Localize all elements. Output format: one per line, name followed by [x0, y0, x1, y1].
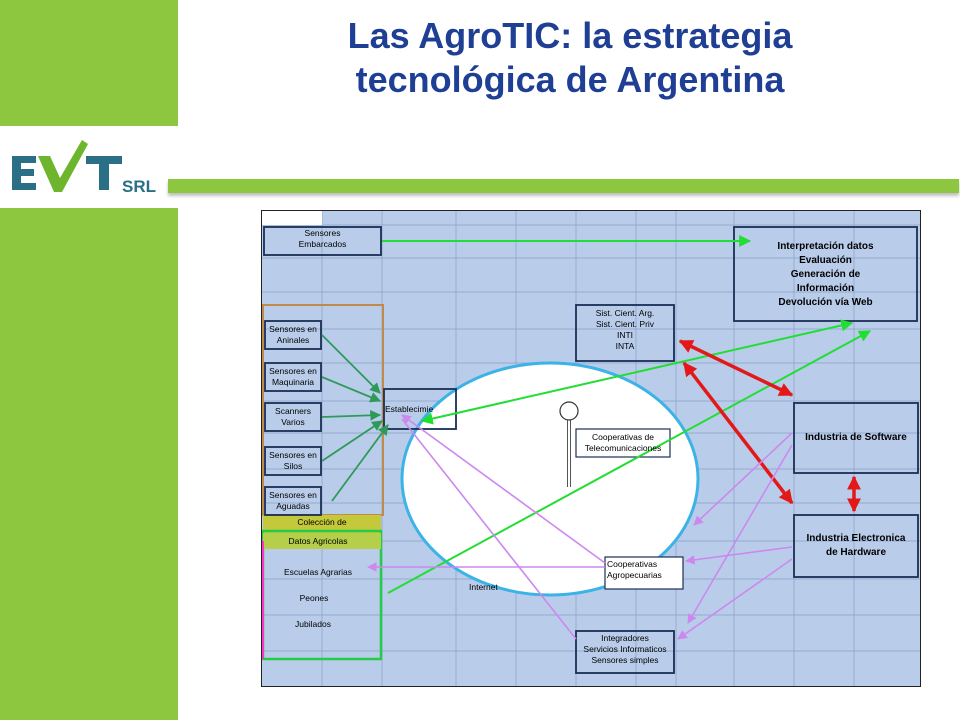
datos-agricolas-band: [263, 533, 381, 549]
arrow-animales-est: [321, 334, 381, 394]
box-coop-telecom: [575, 428, 671, 458]
label-coop-agro: Cooperativas Agropecuarias: [607, 559, 662, 580]
arrow-maquinaria-est: [321, 376, 381, 403]
arrow-software-integradores: [687, 444, 793, 624]
box-sensores-silos: [264, 446, 322, 476]
box-scanners: [264, 402, 322, 432]
label-internet: Internet: [469, 582, 498, 592]
arrow-hardware-integradores: [677, 558, 793, 640]
label-coleccion: Colección de: [297, 517, 347, 527]
label-industria-hardware: Industria Electronica de Hardware: [806, 533, 906, 558]
label-establecimiento: Establecimie: [385, 404, 434, 414]
box-sensores-animales: [264, 320, 322, 350]
title-line-1: Las AgroTIC: la estrategia: [347, 15, 793, 56]
arrow-establecimiento-interpretacion: [420, 319, 854, 425]
label-sensores-embarcados: Sensores Embarcados: [298, 228, 347, 249]
label-sensores-aguadas: Sensores en Aguadas: [269, 490, 317, 511]
agrotic-diagram: Sensores Embarcados Interpretación datos…: [261, 210, 921, 687]
arrow-coop-est: [401, 414, 606, 564]
label-industria-software: Industria de Software: [805, 432, 907, 443]
box-coop-agro: [604, 556, 684, 590]
arrow-hardware-coop: [685, 546, 793, 565]
grid-corner-cell: [262, 211, 322, 225]
box-sensores-maquinaria: [264, 362, 322, 392]
label-coop-telecom: Cooperativas de Telecomunicaciones: [584, 432, 662, 453]
label-scanners: Scanners Varios: [275, 406, 311, 427]
box-sensores-embarcados: [263, 226, 382, 256]
box-industria-software: [793, 402, 919, 474]
label-sensores-animales: Sensores en Aninales: [269, 324, 317, 345]
label-datos-agricolas: Datos Agricolas: [288, 536, 348, 546]
header-rule: [168, 179, 959, 193]
label-sensores-silos: Sensores en Silos: [269, 450, 317, 471]
arrow-integradores-est: [401, 418, 577, 640]
arrow-silos-est: [321, 420, 383, 462]
arrow-scanners-est: [321, 409, 382, 421]
antenna-dish-icon: [559, 401, 579, 421]
label-integradores: Integradores Servicios Informaticos Sens…: [583, 633, 667, 665]
box-sensores-aguadas: [264, 486, 322, 516]
title-line-2: tecnológica de Argentina: [355, 59, 785, 100]
diagram-canvas: [262, 211, 920, 686]
box-integradores: [575, 630, 675, 674]
arrow-sist-hardware: [682, 361, 794, 505]
label-jubilados: Jubilados: [295, 619, 331, 629]
page-title: Las AgroTIC: la estrategia tecnológica d…: [180, 14, 960, 102]
arrow-aguadas-est: [331, 424, 389, 502]
arrow-software-coop: [693, 432, 793, 526]
logo-suffix-text: SRL: [122, 177, 156, 196]
label-sensores-maquinaria: Sensores en Maquinaria: [269, 366, 317, 387]
evt-logo: SRL: [12, 140, 156, 196]
label-interpretacion: Interpretación datos Evaluación Generaci…: [777, 241, 874, 308]
left-green-panel: [0, 0, 178, 720]
label-sist-cient: Sist. Cient. Arg. Sist. Cient. Priv INTI…: [595, 308, 655, 351]
box-industria-hardware: [793, 514, 919, 578]
logo-panel: [0, 126, 178, 208]
label-peones: Peones: [299, 593, 329, 603]
label-escuelas: Escuelas Agrarias: [283, 567, 353, 577]
